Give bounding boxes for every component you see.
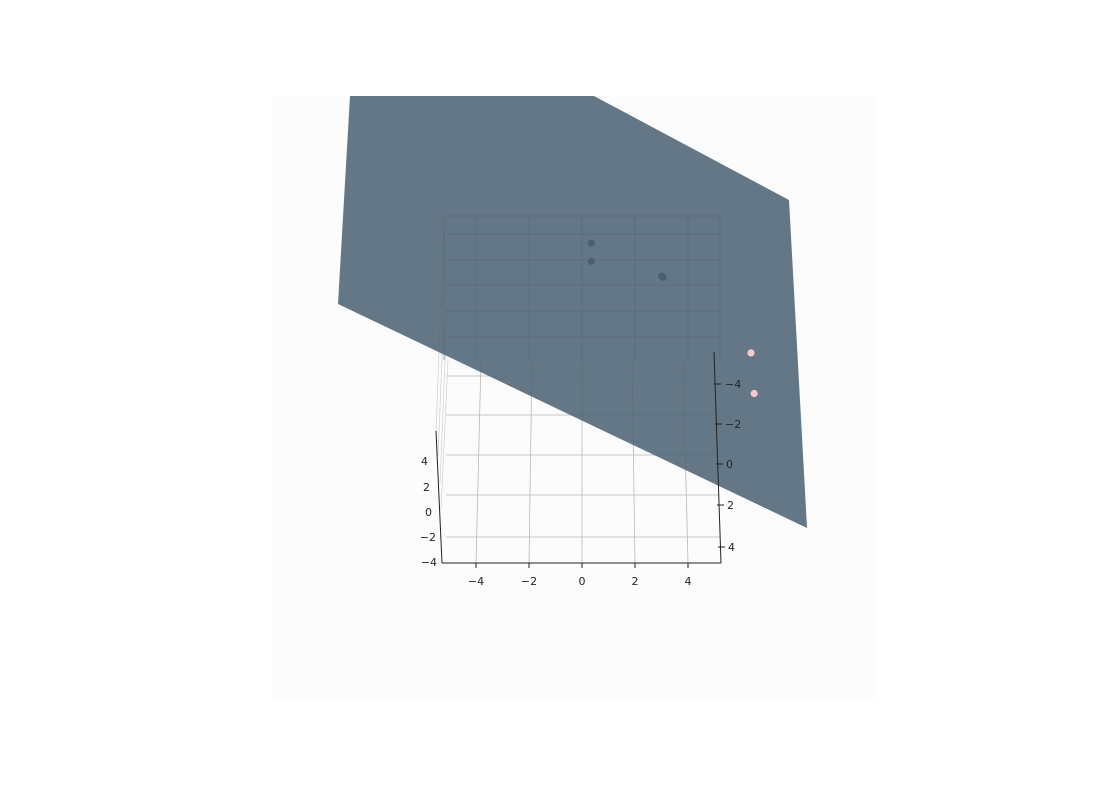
y-tick-label: 0 bbox=[726, 458, 733, 471]
x-tick-label: −2 bbox=[521, 575, 537, 588]
x-tick-label: −4 bbox=[468, 575, 484, 588]
x-tick-label: 0 bbox=[579, 575, 586, 588]
x-tick-label: 2 bbox=[632, 575, 639, 588]
z-tick-label: 4 bbox=[421, 455, 428, 468]
z-axis-line bbox=[435, 430, 443, 564]
y-tick-label: 2 bbox=[727, 499, 734, 512]
surface-plane bbox=[338, 96, 807, 528]
x-tick-label: 4 bbox=[685, 575, 692, 588]
y-axis-line bbox=[713, 351, 722, 564]
y-tick-label: 4 bbox=[728, 541, 735, 554]
scatter-point bbox=[747, 349, 755, 357]
y-tick-label: −4 bbox=[725, 378, 741, 391]
y-tick-label: −2 bbox=[725, 418, 741, 431]
z-tick-label: −4 bbox=[421, 556, 437, 569]
axis-ticks bbox=[475, 383, 725, 568]
z-tick-label: −2 bbox=[420, 531, 436, 544]
scatter-series-light bbox=[747, 349, 758, 398]
z-tick-label: 2 bbox=[423, 481, 430, 494]
scatter-point bbox=[750, 389, 758, 398]
z-tick-label: 0 bbox=[425, 506, 432, 519]
